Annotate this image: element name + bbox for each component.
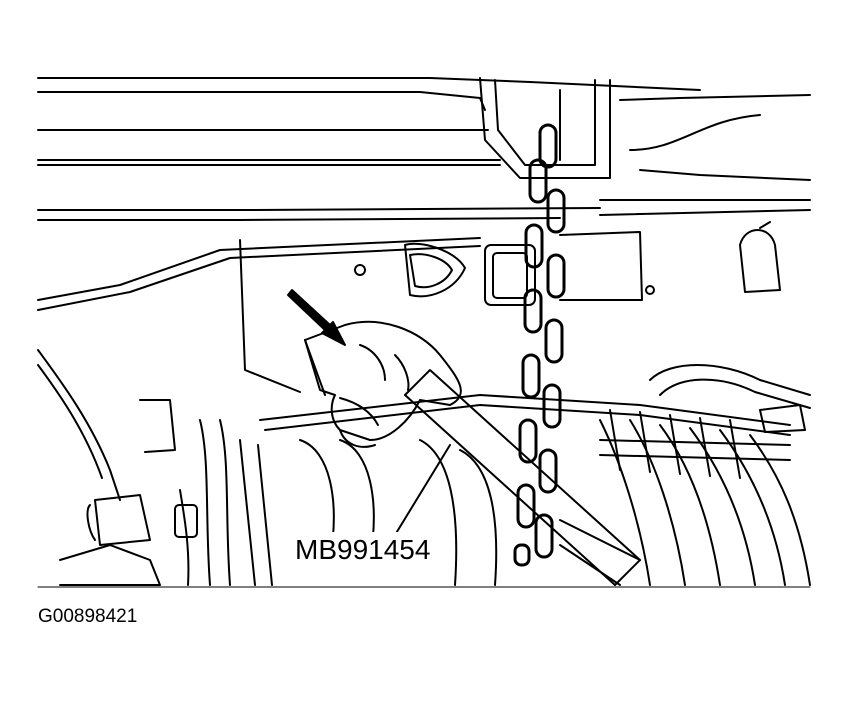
left-components xyxy=(37,349,273,586)
tool-callout-label: MB991454 xyxy=(292,532,434,568)
hood-outline xyxy=(37,77,811,311)
gloved-hand xyxy=(304,320,462,448)
callout-leader xyxy=(394,444,451,536)
arrow-icon xyxy=(287,289,346,346)
figure-id: G00898421 xyxy=(38,606,138,627)
bar-tool xyxy=(404,369,641,586)
intake-manifold xyxy=(259,364,811,586)
hoist-bracket xyxy=(479,77,611,179)
firewall-panel xyxy=(239,221,781,393)
hoist-chain xyxy=(513,123,566,567)
